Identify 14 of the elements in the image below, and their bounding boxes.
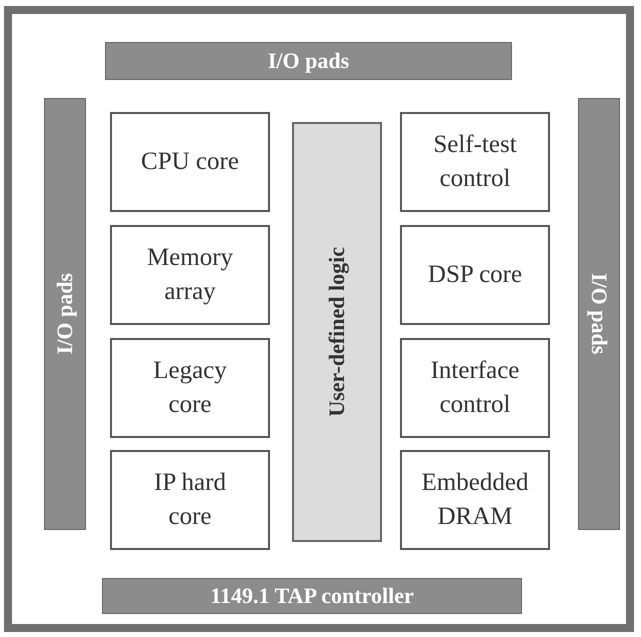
logic-block: User-defined logic: [292, 122, 382, 542]
pad-strip: I/O pads: [44, 98, 86, 530]
pad-strip: I/O pads: [105, 42, 512, 80]
core-block: Self-test control: [400, 112, 550, 212]
core-block: Legacy core: [110, 338, 270, 438]
pad-strip: 1149.1 TAP controller: [102, 578, 522, 614]
core-block: DSP core: [400, 225, 550, 325]
core-block: Interface control: [400, 338, 550, 438]
pad-strip: I/O pads: [578, 98, 620, 530]
core-block: Memory array: [110, 225, 270, 325]
core-block: CPU core: [110, 112, 270, 212]
core-block: IP hard core: [110, 450, 270, 550]
chip-outline: [4, 6, 634, 632]
core-block: Embedded DRAM: [400, 450, 550, 550]
